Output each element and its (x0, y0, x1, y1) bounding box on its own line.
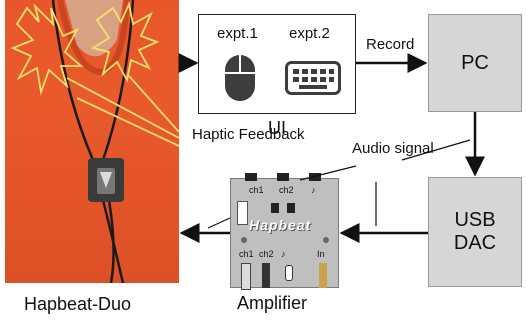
speaker-icon: ♪ (311, 185, 316, 195)
plug (319, 263, 327, 288)
audio-pointer-line (207, 217, 231, 229)
ui-title: UI (268, 118, 286, 138)
amp-bottom-ch2: ch2 (259, 249, 274, 259)
switch (287, 203, 295, 213)
screw (241, 237, 247, 243)
ui-box: expt.1 expt.2 (198, 14, 356, 114)
usb-dac-box: USB DAC (428, 177, 522, 287)
haptic-burst-right-icon (90, 1, 160, 83)
expt2-label: expt.2 (289, 25, 330, 42)
amplifier-device: ch1 ch2 ♪ Hapbeat ch1 ch2 ♪ In (230, 173, 339, 290)
pc-label: PC (461, 51, 489, 74)
audio-pointer-line (299, 165, 357, 181)
audio-pointer-line (401, 139, 471, 161)
amp-top-ch1: ch1 (249, 185, 264, 195)
plug (262, 263, 270, 288)
usb-dac-label: USB DAC (453, 209, 497, 254)
knob (285, 265, 293, 281)
speaker-icon: ♪ (281, 249, 286, 259)
amp-bottom-ch1: ch1 (239, 249, 254, 259)
pc-box: PC (428, 14, 522, 112)
device-caption: Hapbeat-Duo (24, 294, 132, 314)
record-label: Record (366, 36, 415, 53)
screw (323, 237, 329, 243)
top-connector (277, 173, 289, 181)
hapbeat-duo-photo (5, 0, 179, 283)
amp-top-ch2: ch2 (279, 185, 294, 195)
mouse-icon (225, 55, 255, 101)
amp-bottom-in: In (317, 249, 325, 259)
amp-brand: Hapbeat (249, 217, 312, 233)
plug (241, 263, 251, 290)
keyboard-icon (285, 61, 341, 95)
amplifier-caption: Amplifier (237, 293, 308, 313)
top-connector (309, 173, 321, 181)
haptic-burst-left-icon (10, 3, 84, 96)
side-jack (237, 201, 248, 225)
top-connector (245, 173, 257, 181)
expt1-label: expt.1 (217, 25, 258, 42)
switch (271, 203, 279, 213)
